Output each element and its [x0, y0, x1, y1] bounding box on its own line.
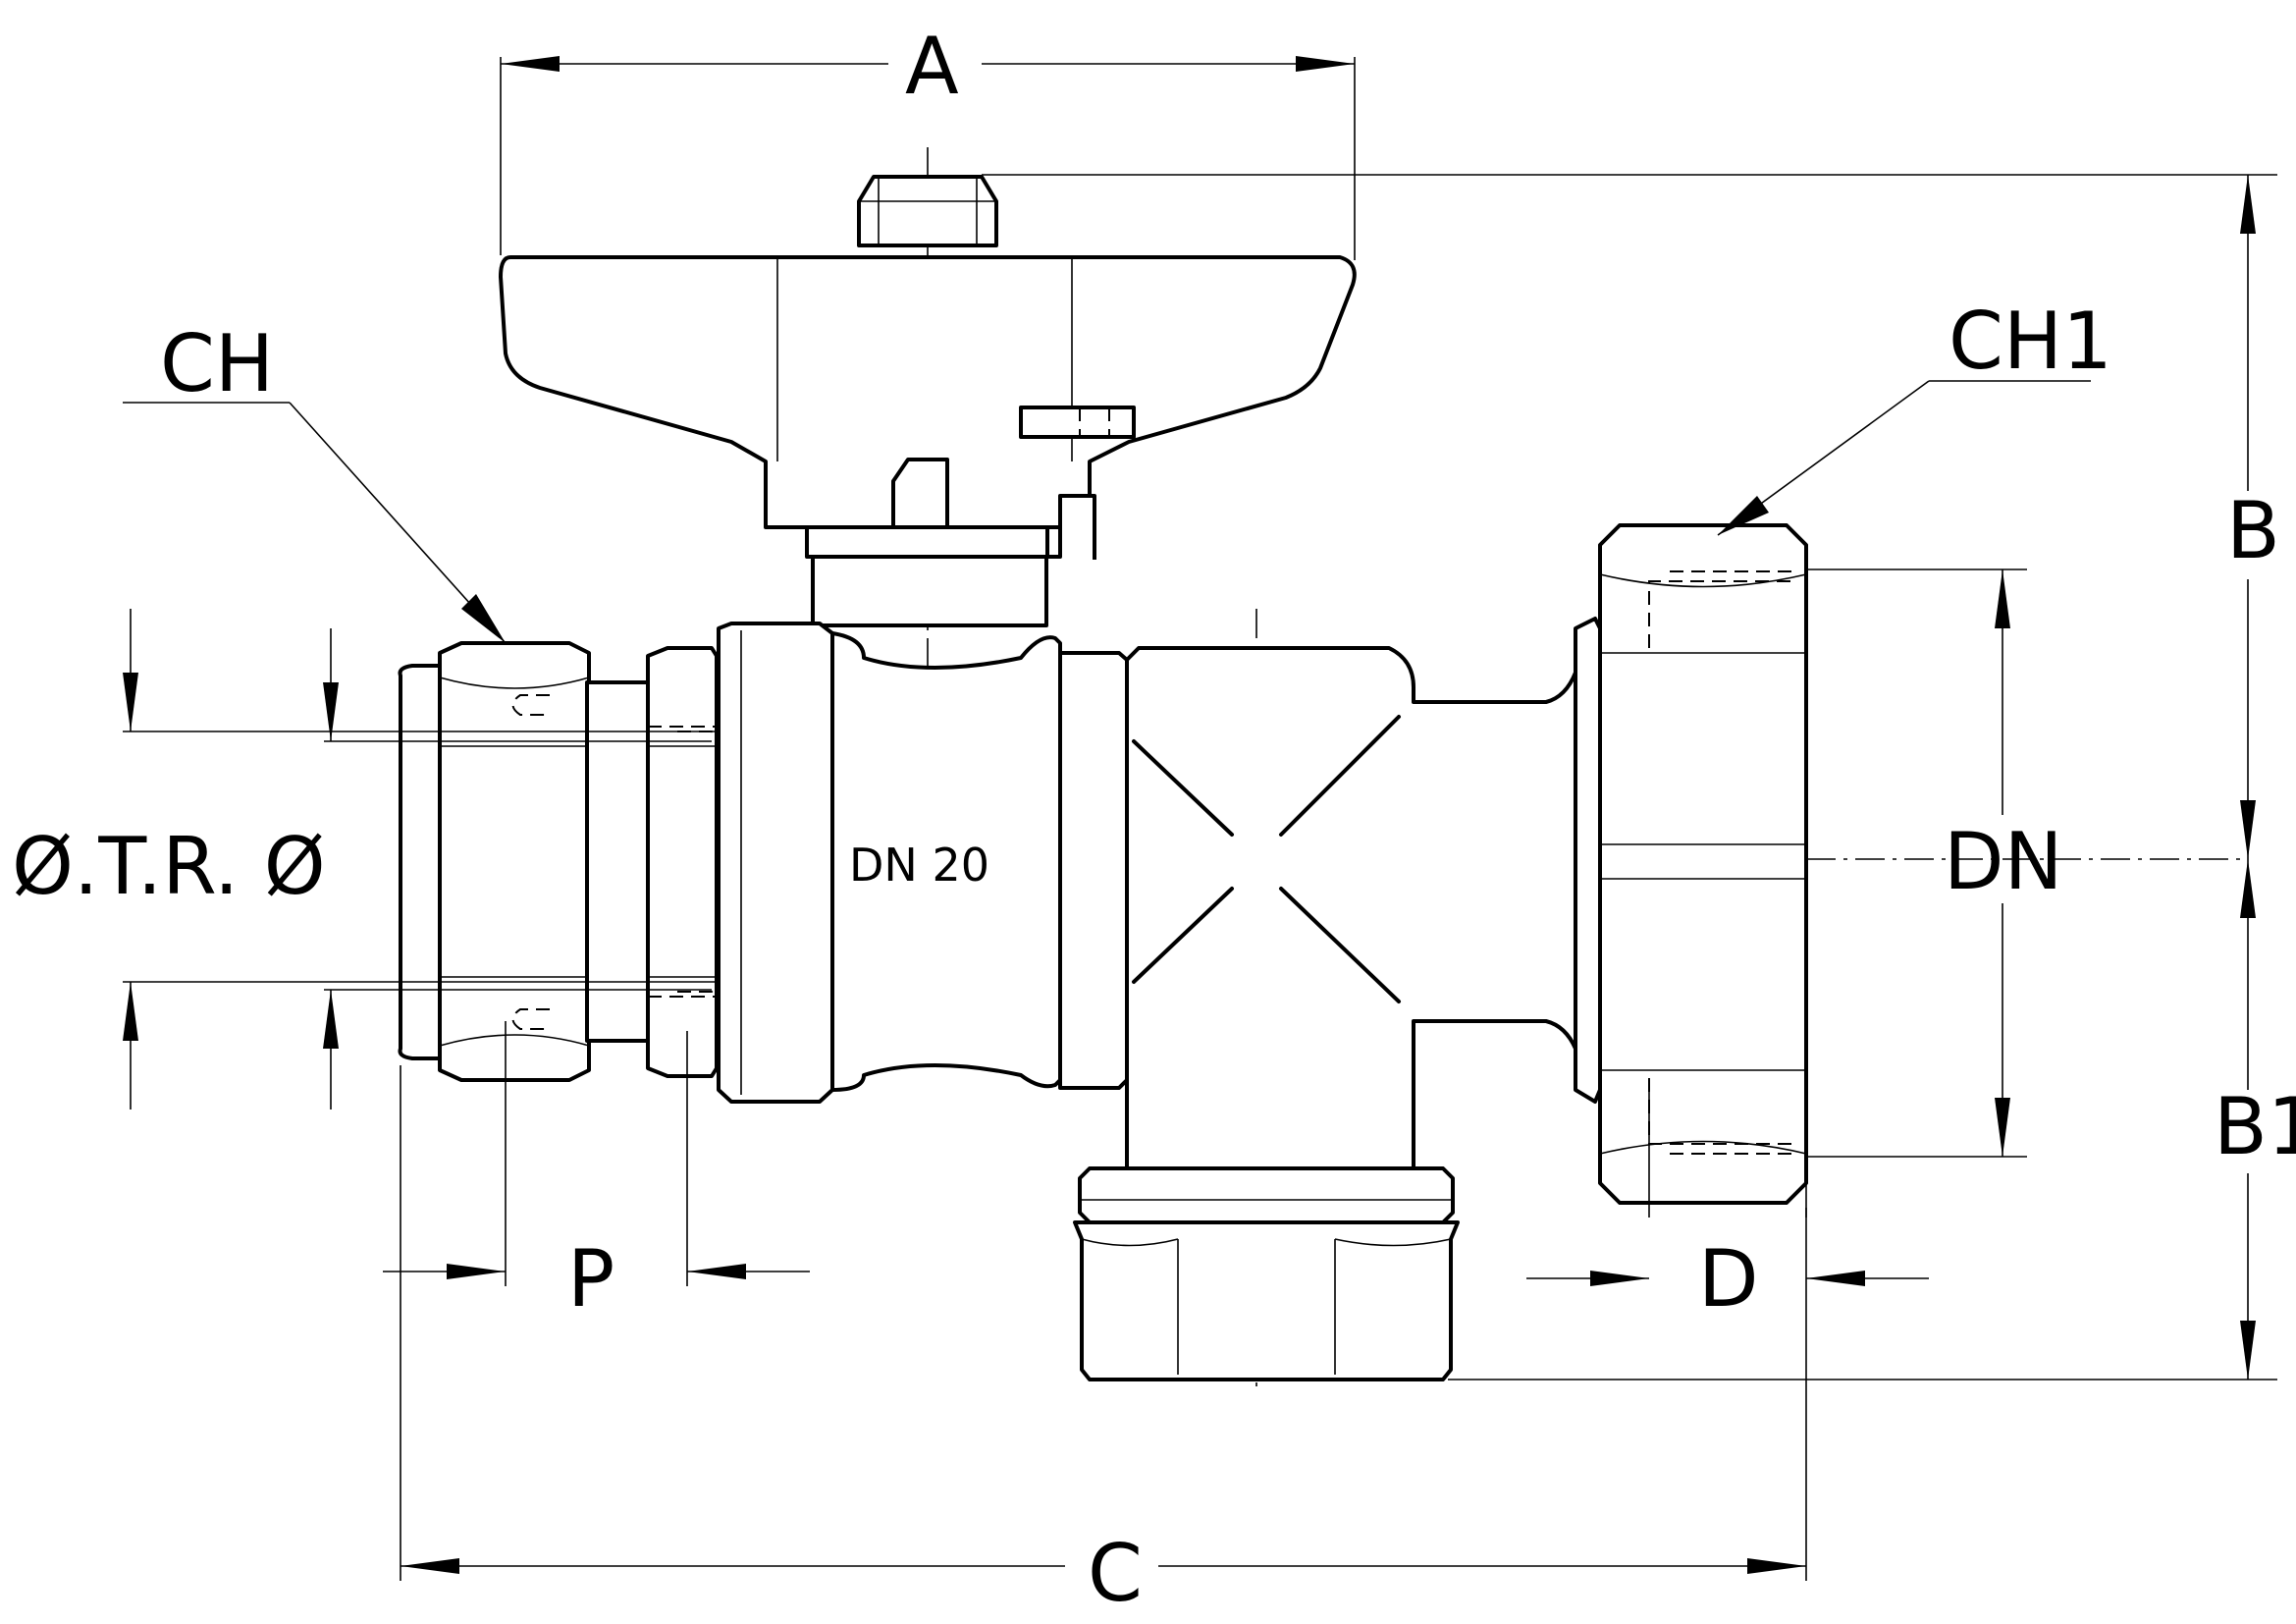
label-c: C [1088, 1528, 1143, 1619]
dimension-otr: Ø.T.R. Ø [12, 609, 717, 1110]
left-compression-nut [398, 641, 648, 1082]
label-b: B [2226, 485, 2280, 576]
label-d: D [1698, 1233, 1759, 1325]
label-otr: Ø.T.R. Ø [12, 821, 326, 912]
dimension-b: B B1 [982, 174, 2296, 1380]
right-swivel-nut [1598, 523, 1808, 1205]
dimension-a: A [500, 21, 1356, 260]
label-p: P [567, 1233, 614, 1325]
bottom-outlet [1073, 1166, 1460, 1381]
dimension-dn: DN [1806, 568, 2062, 1158]
label-a: A [905, 21, 959, 112]
valve-body [717, 617, 1602, 1170]
label-ch1: CH1 [1949, 296, 2112, 387]
label-ch: CH [160, 318, 274, 409]
label-dn: DN [1944, 816, 2062, 907]
butterfly-handle [499, 175, 1357, 627]
body-marking: DN 20 [849, 839, 989, 892]
label-b1: B1 [2214, 1081, 2296, 1172]
dimension-d: D [1526, 1080, 1929, 1325]
left-body-nut [585, 646, 726, 1078]
dimension-p: P [383, 1021, 810, 1325]
dimension-c: C [400, 1065, 1807, 1619]
leader-ch1: CH1 [1717, 296, 2112, 536]
leader-ch: CH [123, 318, 507, 644]
